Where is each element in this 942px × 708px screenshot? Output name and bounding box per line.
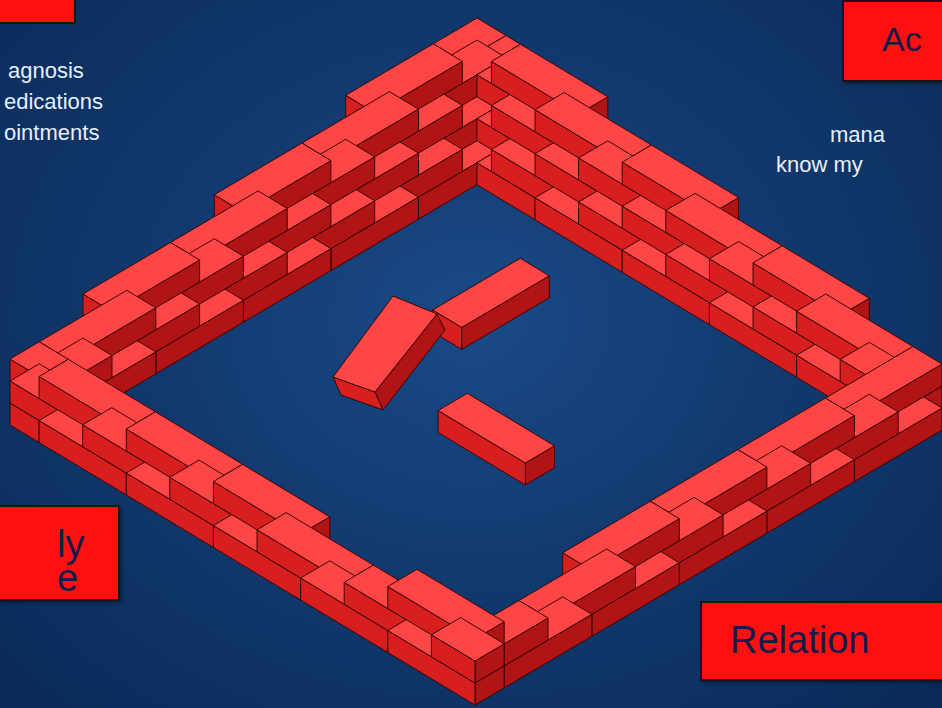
- brick-face: [438, 393, 554, 463]
- brick-face: [333, 296, 437, 392]
- category-title: Ac: [882, 20, 922, 58]
- note-text: mana: [830, 122, 885, 148]
- brick-face: [431, 618, 504, 661]
- category-title: ly e: [57, 527, 84, 595]
- cut-red-box: [0, 0, 75, 23]
- brick-face: [433, 258, 550, 327]
- note-text: know my: [776, 152, 863, 178]
- note-text: agnosis: [8, 58, 84, 84]
- note-text: ointments: [4, 120, 99, 146]
- category-box: Ac: [842, 0, 942, 82]
- category-box: Relation: [700, 601, 942, 681]
- category-box: ly e: [0, 505, 120, 601]
- note-text: edications: [4, 89, 103, 115]
- category-title: Relation: [730, 621, 869, 659]
